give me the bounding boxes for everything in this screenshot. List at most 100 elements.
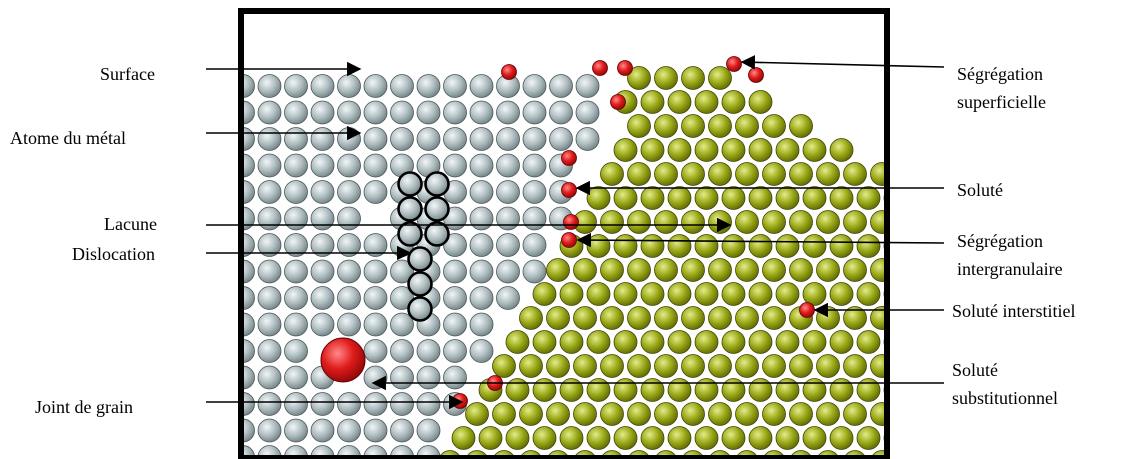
solute-atom	[564, 215, 579, 230]
dislocation-atom	[399, 173, 422, 196]
metal-atom	[523, 101, 546, 124]
grain-atom	[695, 187, 718, 210]
solute-atom	[618, 61, 633, 76]
metal-atom	[311, 128, 334, 151]
grain-atom	[641, 283, 664, 306]
metal-atom	[470, 313, 493, 336]
grain-atom	[587, 331, 610, 354]
grain-atom	[641, 379, 664, 402]
grain-atom	[817, 259, 840, 282]
grain-atom	[898, 259, 921, 282]
grain-atom	[587, 283, 610, 306]
grain-atom	[857, 331, 880, 354]
metal-atom	[338, 181, 361, 204]
metal-atom	[444, 128, 467, 151]
metal-atom	[258, 181, 281, 204]
grain-atom	[722, 283, 745, 306]
metal-atom	[470, 181, 493, 204]
grain-atom	[655, 259, 678, 282]
grain-atom	[803, 283, 826, 306]
grain-atom	[857, 379, 880, 402]
grain-atom	[763, 259, 786, 282]
metal-atom	[523, 207, 546, 230]
grain-atom	[668, 427, 691, 450]
grain-atom	[587, 235, 610, 258]
grain-atom	[587, 187, 610, 210]
dislocation-atom	[409, 298, 432, 321]
metal-atom	[258, 128, 281, 151]
grain-atom	[574, 403, 597, 426]
metal-atom	[550, 128, 573, 151]
grain-atom	[830, 379, 853, 402]
grain-atom	[857, 187, 880, 210]
grain-atom	[682, 355, 705, 378]
metal-atom	[285, 101, 308, 124]
metal-atom	[364, 393, 387, 416]
grain-atom	[803, 427, 826, 450]
grain-atom	[655, 307, 678, 330]
grain-atom	[871, 163, 894, 186]
grain-atom	[506, 331, 529, 354]
grain-atom	[668, 187, 691, 210]
grain-atom	[709, 403, 732, 426]
grain-atom	[722, 379, 745, 402]
metal-atom	[391, 419, 414, 442]
metal-atom	[311, 419, 334, 442]
metal-atom	[364, 101, 387, 124]
metal-atom	[497, 207, 520, 230]
label-surface: Surface	[100, 64, 155, 84]
grain-atom	[601, 307, 624, 330]
metal-atom	[417, 393, 440, 416]
metal-atom	[285, 419, 308, 442]
metal-atom	[417, 101, 440, 124]
metal-atom	[311, 393, 334, 416]
grain-atom	[695, 379, 718, 402]
grain-atom	[520, 355, 543, 378]
grain-atom	[533, 283, 556, 306]
grain-atom	[614, 235, 637, 258]
dislocation-atom	[426, 198, 449, 221]
metal-atom	[364, 419, 387, 442]
grain-atom	[695, 427, 718, 450]
solute-atom	[453, 394, 468, 409]
grain-atom	[601, 211, 624, 234]
grain-atom	[844, 355, 867, 378]
metal-atom	[364, 366, 387, 389]
metal-atom	[364, 181, 387, 204]
grain-atom	[506, 379, 529, 402]
grain-atom	[830, 427, 853, 450]
grain-atom	[722, 427, 745, 450]
metal-atom	[258, 393, 281, 416]
arrow-segregation-superficielle	[742, 62, 944, 67]
metal-atom	[338, 313, 361, 336]
grain-atom	[709, 163, 732, 186]
grain-atom	[763, 115, 786, 138]
metal-atom	[470, 101, 493, 124]
grain-atom	[722, 235, 745, 258]
grain-atom	[857, 427, 880, 450]
label-segregation-superficielle-line1: Ségrégation	[957, 64, 1043, 84]
grain-atom	[668, 139, 691, 162]
grain-atom	[655, 211, 678, 234]
grain-atom	[857, 283, 880, 306]
metal-atom	[444, 366, 467, 389]
metal-atom	[311, 181, 334, 204]
metal-atom	[311, 207, 334, 230]
grain-atom	[830, 331, 853, 354]
grain-atom	[817, 211, 840, 234]
metal-atom	[285, 287, 308, 310]
grain-atom	[911, 187, 934, 210]
metal-atom	[364, 154, 387, 177]
grain-atom	[682, 403, 705, 426]
grain-atom	[749, 379, 772, 402]
metal-atom	[470, 234, 493, 257]
metal-atom	[550, 75, 573, 98]
grain-atom	[857, 235, 880, 258]
metal-atom	[523, 128, 546, 151]
metal-atom	[391, 101, 414, 124]
grain-atom	[790, 211, 813, 234]
grain-atom	[871, 355, 894, 378]
metal-atom	[497, 234, 520, 257]
grain-atom	[803, 379, 826, 402]
metal-atom	[364, 313, 387, 336]
